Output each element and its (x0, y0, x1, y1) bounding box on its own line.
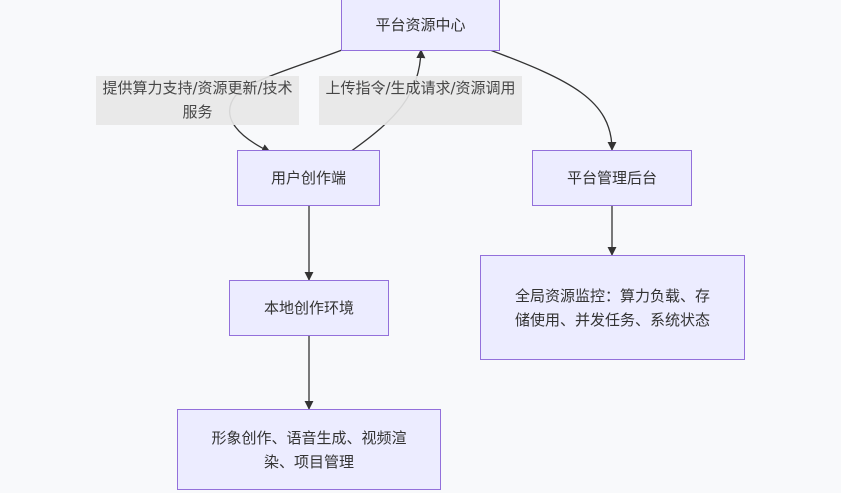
node-user-client[interactable]: 用户创作端 (237, 150, 380, 206)
node-admin-backend[interactable]: 平台管理后台 (532, 150, 692, 206)
edge-label-upload: 上传指令/生成请求/资源调用 (319, 76, 522, 125)
node-platform-resource-center[interactable]: 平台资源中心 (341, 0, 500, 51)
node-local-env[interactable]: 本地创作环境 (229, 280, 389, 336)
node-features[interactable]: 形象创作、语音生成、视频渲染、项目管理 (177, 409, 441, 490)
node-monitoring[interactable]: 全局资源监控：算力负载、存储使用、并发任务、系统状态 (480, 255, 745, 360)
edge-label-provide: 提供算力支持/资源更新/技术服务 (96, 76, 299, 125)
edge-center-to-admin (489, 49, 617, 151)
